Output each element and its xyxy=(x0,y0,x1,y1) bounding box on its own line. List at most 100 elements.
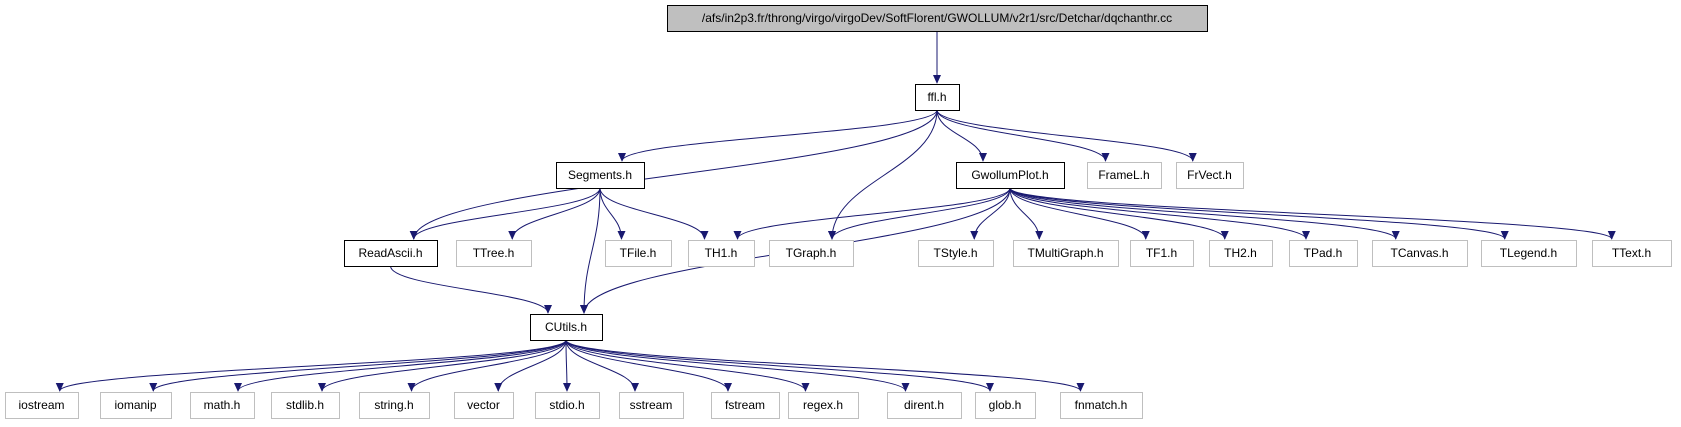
node-label: TMultiGraph.h xyxy=(1027,246,1103,260)
edge-arrow xyxy=(149,339,567,392)
edge-gwollumplot-to-tcanvas xyxy=(1009,187,1400,240)
node-label: /afs/in2p3.fr/throng/virgo/virgoDev/Soft… xyxy=(702,11,1172,25)
node-label: GwollumPlot.h xyxy=(971,168,1048,182)
node-th2: TH2.h xyxy=(1209,240,1273,267)
edge-cutils-to-iomanip xyxy=(149,339,567,392)
edge-gwollumplot-to-tgraph xyxy=(828,187,1011,240)
node-label: TFile.h xyxy=(620,246,657,260)
node-ttree: TTree.h xyxy=(456,240,532,267)
node-vector: vector xyxy=(454,392,514,419)
node-dirent: dirent.h xyxy=(887,392,962,419)
node-box xyxy=(1013,240,1119,267)
edge-arrow xyxy=(599,187,709,240)
edge-gwollumplot-to-tf1 xyxy=(1009,187,1150,240)
node-label: stdlib.h xyxy=(286,398,324,412)
node-label: TLegend.h xyxy=(1500,246,1557,260)
edge-arrow xyxy=(565,339,994,392)
node-label: vector xyxy=(467,398,500,412)
edge-segments-to-th1 xyxy=(599,187,709,240)
node-glob: glob.h xyxy=(975,392,1036,419)
edge-arrow xyxy=(936,109,1197,162)
node-fstream: fstream xyxy=(711,392,780,419)
node-segments[interactable]: Segments.h xyxy=(556,162,645,189)
node-stdlib: stdlib.h xyxy=(271,392,340,419)
node-label: string.h xyxy=(374,398,413,412)
node-label: iomanip xyxy=(114,398,156,412)
edge-cutils-to-iostream xyxy=(55,339,567,392)
node-label: TGraph.h xyxy=(786,246,837,260)
node-th1: TH1.h xyxy=(688,240,755,267)
edge-ffl-to-segments xyxy=(618,109,938,162)
node-box xyxy=(619,392,684,419)
edge-arrow xyxy=(936,109,1110,162)
node-label: fnmatch.h xyxy=(1075,398,1128,412)
node-box xyxy=(887,392,962,419)
edge-ffl-to-gwollumplot xyxy=(936,109,988,162)
edge-gwollumplot-to-th2 xyxy=(1009,187,1229,240)
node-label: Segments.h xyxy=(568,168,632,182)
edge-cutils-to-regex xyxy=(565,339,810,392)
edge-cutils-to-dirent xyxy=(565,339,910,392)
node-label: ffl.h xyxy=(927,90,946,104)
node-box xyxy=(711,392,780,419)
node-box xyxy=(769,240,854,267)
node-label: TPad.h xyxy=(1304,246,1343,260)
node-fnmatch: fnmatch.h xyxy=(1060,392,1143,419)
edge-gwollumplot-to-th1 xyxy=(733,187,1011,240)
node-box xyxy=(1481,240,1577,267)
node-stdio: stdio.h xyxy=(535,392,600,419)
node-box xyxy=(100,392,172,419)
node-ffl[interactable]: ffl.h xyxy=(915,84,960,111)
node-box xyxy=(535,392,600,419)
node-readascii[interactable]: ReadAscii.h xyxy=(344,240,438,267)
node-label: FrameL.h xyxy=(1098,168,1149,182)
edge-arrow xyxy=(733,187,1011,240)
node-label: ReadAscii.h xyxy=(358,246,422,260)
node-gwollumplot[interactable]: GwollumPlot.h xyxy=(956,162,1065,189)
edge-arrow xyxy=(618,109,938,162)
edge-ffl-to-frvect xyxy=(936,109,1197,162)
node-sstream: sstream xyxy=(619,392,684,419)
node-cutils[interactable]: CUtils.h xyxy=(530,314,603,341)
node-label: TCanvas.h xyxy=(1390,246,1448,260)
node-box xyxy=(344,240,438,267)
edge-cutils-to-sstream xyxy=(565,339,640,392)
edge-arrow xyxy=(318,339,567,392)
node-tmultigraph: TMultiGraph.h xyxy=(1013,240,1119,267)
node-label: math.h xyxy=(204,398,241,412)
node-box xyxy=(456,240,532,267)
node-label: dirent.h xyxy=(904,398,944,412)
edge-arrow xyxy=(1009,187,1400,240)
edge-arrow xyxy=(1009,187,1044,240)
edge-segments-to-ttree xyxy=(508,187,601,240)
node-math: math.h xyxy=(190,392,255,419)
node-box xyxy=(454,392,514,419)
node-label: FrVect.h xyxy=(1187,168,1232,182)
edge-arrow xyxy=(562,339,572,392)
edge-arrow xyxy=(1009,187,1616,240)
node-tcanvas: TCanvas.h xyxy=(1372,240,1468,267)
edge-segments-to-readascii xyxy=(409,187,601,240)
edge-cutils-to-string xyxy=(407,339,567,392)
node-box xyxy=(688,240,755,267)
node-box xyxy=(1289,240,1358,267)
edge-arrow xyxy=(565,339,732,392)
edge-cutils-to-vector xyxy=(494,339,567,392)
node-root[interactable]: /afs/in2p3.fr/throng/virgo/virgoDev/Soft… xyxy=(667,5,1208,32)
node-box xyxy=(1592,240,1672,267)
edge-arrow xyxy=(409,187,601,240)
edge-arrow xyxy=(936,109,988,162)
node-label: TH1.h xyxy=(705,246,738,260)
node-box xyxy=(1087,162,1162,189)
node-ttext: TText.h xyxy=(1592,240,1672,267)
node-label: TTree.h xyxy=(473,246,515,260)
node-box xyxy=(915,84,960,111)
node-box xyxy=(530,314,603,341)
node-label: TF1.h xyxy=(1146,246,1177,260)
edge-arrow xyxy=(407,339,567,392)
edge-arrow xyxy=(565,339,910,392)
edge-arrow xyxy=(55,339,567,392)
edge-segments-to-tfile xyxy=(599,187,626,240)
edge-gwollumplot-to-tlegend xyxy=(1009,187,1509,240)
